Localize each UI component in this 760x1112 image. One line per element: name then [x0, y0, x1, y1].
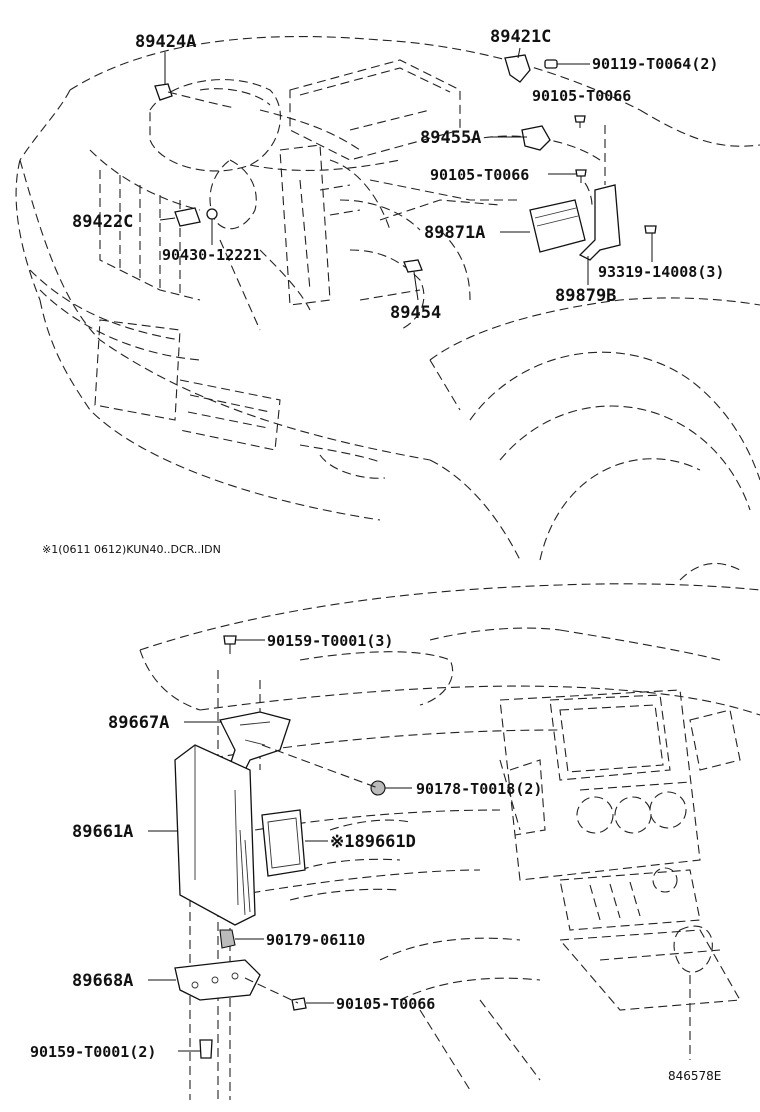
ecu-89871A [529, 199, 586, 253]
label-93319-14008: 93319-14008(3) [598, 263, 724, 281]
module-89661D [261, 809, 306, 877]
washer-90430 [206, 208, 218, 220]
bracket-89668A [174, 959, 261, 1001]
bottom-leader-lines [148, 639, 412, 1052]
bolt-90159-b [199, 1039, 213, 1059]
nut-90179 [219, 929, 236, 949]
label-90178-T0018: 90178-T0018(2) [416, 780, 542, 798]
label-89421C: 89421C [490, 27, 551, 47]
nut-90178 [370, 780, 386, 796]
label-89661A: 89661A [72, 822, 133, 842]
label-90159-T0001-a: 90159-T0001(3) [267, 632, 393, 650]
label-90159-T0001-b: 90159-T0001(2) [30, 1043, 156, 1061]
label-89871A: 89871A [424, 223, 485, 243]
bolt-90119 [544, 59, 558, 69]
screw-90105-a [574, 115, 586, 123]
label-89667A: 89667A [108, 713, 169, 733]
label-90105-T0066-a: 90105-T0066 [532, 87, 631, 105]
diagram-id: 846578E [668, 1069, 721, 1083]
sensor-89454 [403, 259, 423, 273]
sensor-89422C [174, 207, 201, 227]
screw-90105-b [575, 169, 587, 177]
label-90179-06110: 90179-06110 [266, 931, 365, 949]
screw-90105-c [291, 997, 307, 1011]
bracket-89879B [578, 184, 621, 261]
label-89668A: 89668A [72, 971, 133, 991]
bottom-part-labels: 90159-T0001(3) 89667A 90178-T0018(2) 896… [30, 632, 542, 1061]
label-90430-12221: 90430-12221 [162, 246, 261, 264]
label-89424A: 89424A [135, 32, 196, 52]
label-90105-T0066-b: 90105-T0066 [430, 166, 529, 184]
engine-bay-illustration [15, 35, 760, 561]
top-leader-lines [159, 47, 653, 301]
sensor-89424A [154, 83, 173, 101]
top-parts [154, 54, 657, 273]
bolt-90159-a [223, 635, 237, 645]
bottom-parts [174, 635, 386, 1059]
label-89661D: ※189661D [330, 832, 416, 852]
screw-93319 [644, 225, 657, 234]
label-90119-T0064: 90119-T0064(2) [592, 55, 718, 73]
label-89454: 89454 [390, 303, 441, 323]
top-part-labels: 89424A 89421C 90119-T0064(2) 90105-T0066… [72, 27, 724, 323]
label-90105-T0066-c: 90105-T0066 [336, 995, 435, 1013]
ecu-89661A [174, 744, 256, 926]
label-89879B: 89879B [555, 286, 616, 306]
label-89422C: 89422C [72, 212, 133, 232]
sensor-89421C [504, 54, 531, 83]
applicability-note: ※1(0611 0612)KUN40..DCR..IDN [42, 543, 221, 556]
sensor-89455A [521, 125, 551, 151]
label-89455A: 89455A [420, 128, 481, 148]
